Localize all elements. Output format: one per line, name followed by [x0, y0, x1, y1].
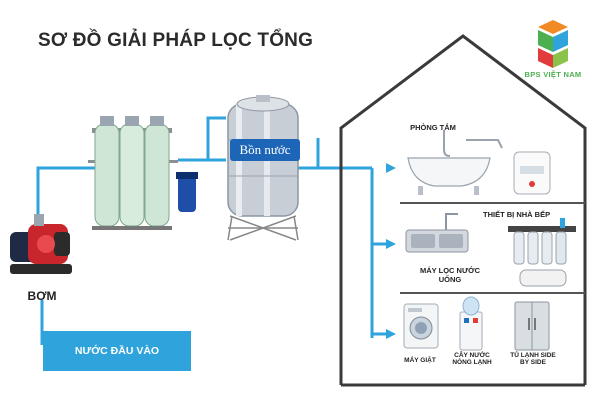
fridge-label: TỦ LẠNH SIDE BY SIDE — [510, 352, 556, 367]
inlet-box: NƯỚC ĐẦU VÀO — [43, 331, 191, 371]
pump-label: BƠM — [27, 289, 57, 303]
tank-label-plate — [230, 139, 300, 161]
house-walls-roof — [339, 34, 587, 385]
kitchen-label: THIẾT BỊ NHÀ BẾP — [483, 210, 551, 219]
bathtub-icon — [407, 130, 503, 195]
dispenser-label: CÂY NƯỚC NÓNG LẠNH — [452, 352, 492, 367]
washing-machine-icon — [403, 303, 439, 349]
pipe-pump-to-filter — [36, 166, 100, 226]
arrow-to-appliances — [386, 329, 396, 339]
pipe-arrows — [386, 163, 396, 339]
purifier-label: MÁY LỌC NƯỚC UỐNG — [420, 266, 480, 284]
bathroom-label: PHÒNG TẮM — [410, 123, 456, 132]
arrow-to-bathroom — [386, 163, 396, 173]
kitchen-sink-icon — [405, 213, 469, 253]
cartridge-filter-icon — [178, 176, 196, 212]
tank-label: Bồn nước — [239, 142, 291, 157]
brand-name: BPS VIỆT NAM — [524, 70, 582, 79]
pump-icon — [10, 214, 72, 274]
shower-icon — [466, 139, 503, 149]
house-outline — [339, 34, 587, 387]
water-heater-icon — [513, 151, 551, 195]
inlet-label: NƯỚC ĐẦU VÀO — [74, 345, 160, 357]
pipe-network — [36, 116, 374, 345]
pipe-filter-bypass — [206, 116, 226, 160]
filter-columns-icon — [88, 116, 198, 230]
water-tank-icon — [227, 95, 300, 241]
page-title: SƠ ĐỒ GIẢI PHÁP LỌC TỔNG — [38, 30, 314, 51]
water-purifier-icon — [508, 218, 576, 287]
washer-label: MÁY GIẶT — [404, 357, 436, 364]
fridge-icon — [514, 301, 550, 351]
arrow-to-kitchen — [386, 239, 396, 249]
brand-logo-icon — [538, 20, 568, 68]
water-dispenser-icon — [459, 296, 483, 351]
